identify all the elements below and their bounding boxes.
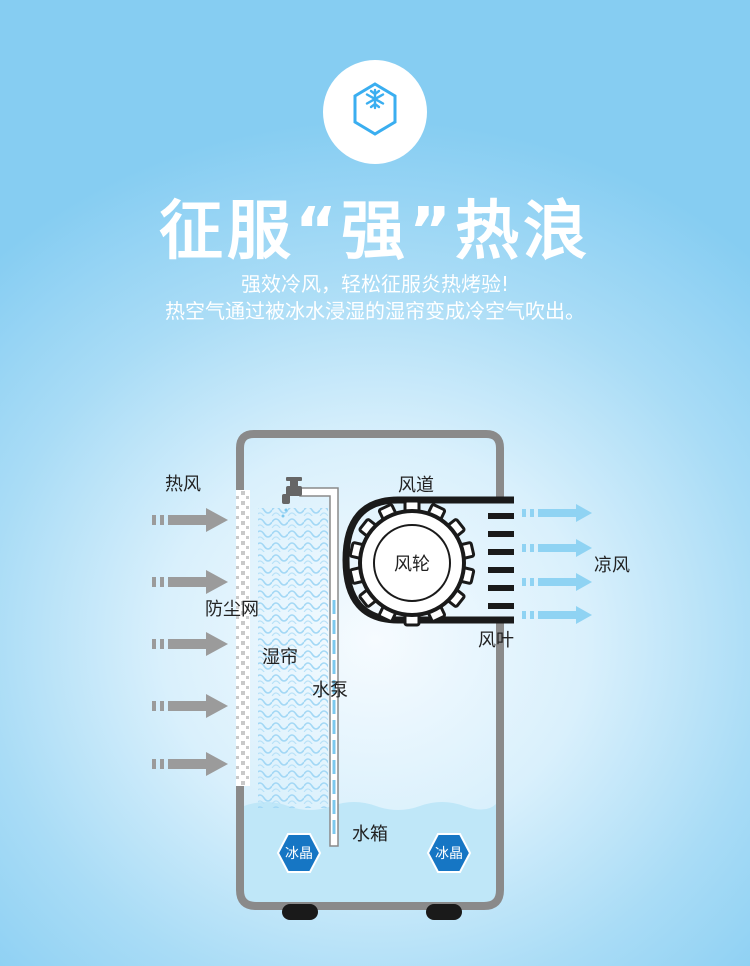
label-wet-curtain: 湿帘	[262, 647, 298, 668]
ice-crystal-left-label: 冰晶	[285, 846, 313, 862]
hot-air-arrows	[152, 508, 228, 776]
snowflake-badge	[323, 60, 427, 164]
label-hot-air: 热风	[165, 474, 201, 495]
ice-crystal-right-icon: 冰晶	[426, 833, 472, 873]
label-water-pump: 水泵	[312, 680, 348, 701]
label-air-duct: 风道	[398, 475, 434, 496]
louver-blades	[488, 513, 514, 609]
label-cool-air: 凉风	[594, 555, 630, 576]
wet-curtain	[258, 508, 328, 808]
snowflake-hexagon-icon	[353, 82, 397, 136]
cooler-housing	[236, 430, 504, 910]
ice-crystal-right-label: 冰晶	[435, 846, 463, 862]
faucet-icon	[281, 477, 302, 518]
tank-water	[244, 802, 496, 902]
caster-wheels	[282, 904, 462, 920]
subtitle-line-1: 强效冷风，轻松征服炎热烤验!	[240, 272, 510, 296]
fan-wheel	[348, 499, 476, 627]
page-title: 征服“强”热浪	[158, 195, 592, 269]
cool-air-arrows	[522, 504, 592, 624]
label-louver: 风叶	[478, 630, 514, 651]
subtitle-line-2: 热空气通过被冰水浸湿的湿帘变成冷空气吹出。	[165, 299, 585, 323]
air-duct	[342, 496, 514, 624]
dust-filter-mesh	[236, 490, 250, 786]
ice-crystal-left-icon: 冰晶	[276, 833, 322, 873]
label-fan-wheel: 风轮	[394, 554, 430, 575]
label-water-tank: 水箱	[352, 824, 388, 845]
label-dust-filter: 防尘网	[205, 599, 259, 620]
